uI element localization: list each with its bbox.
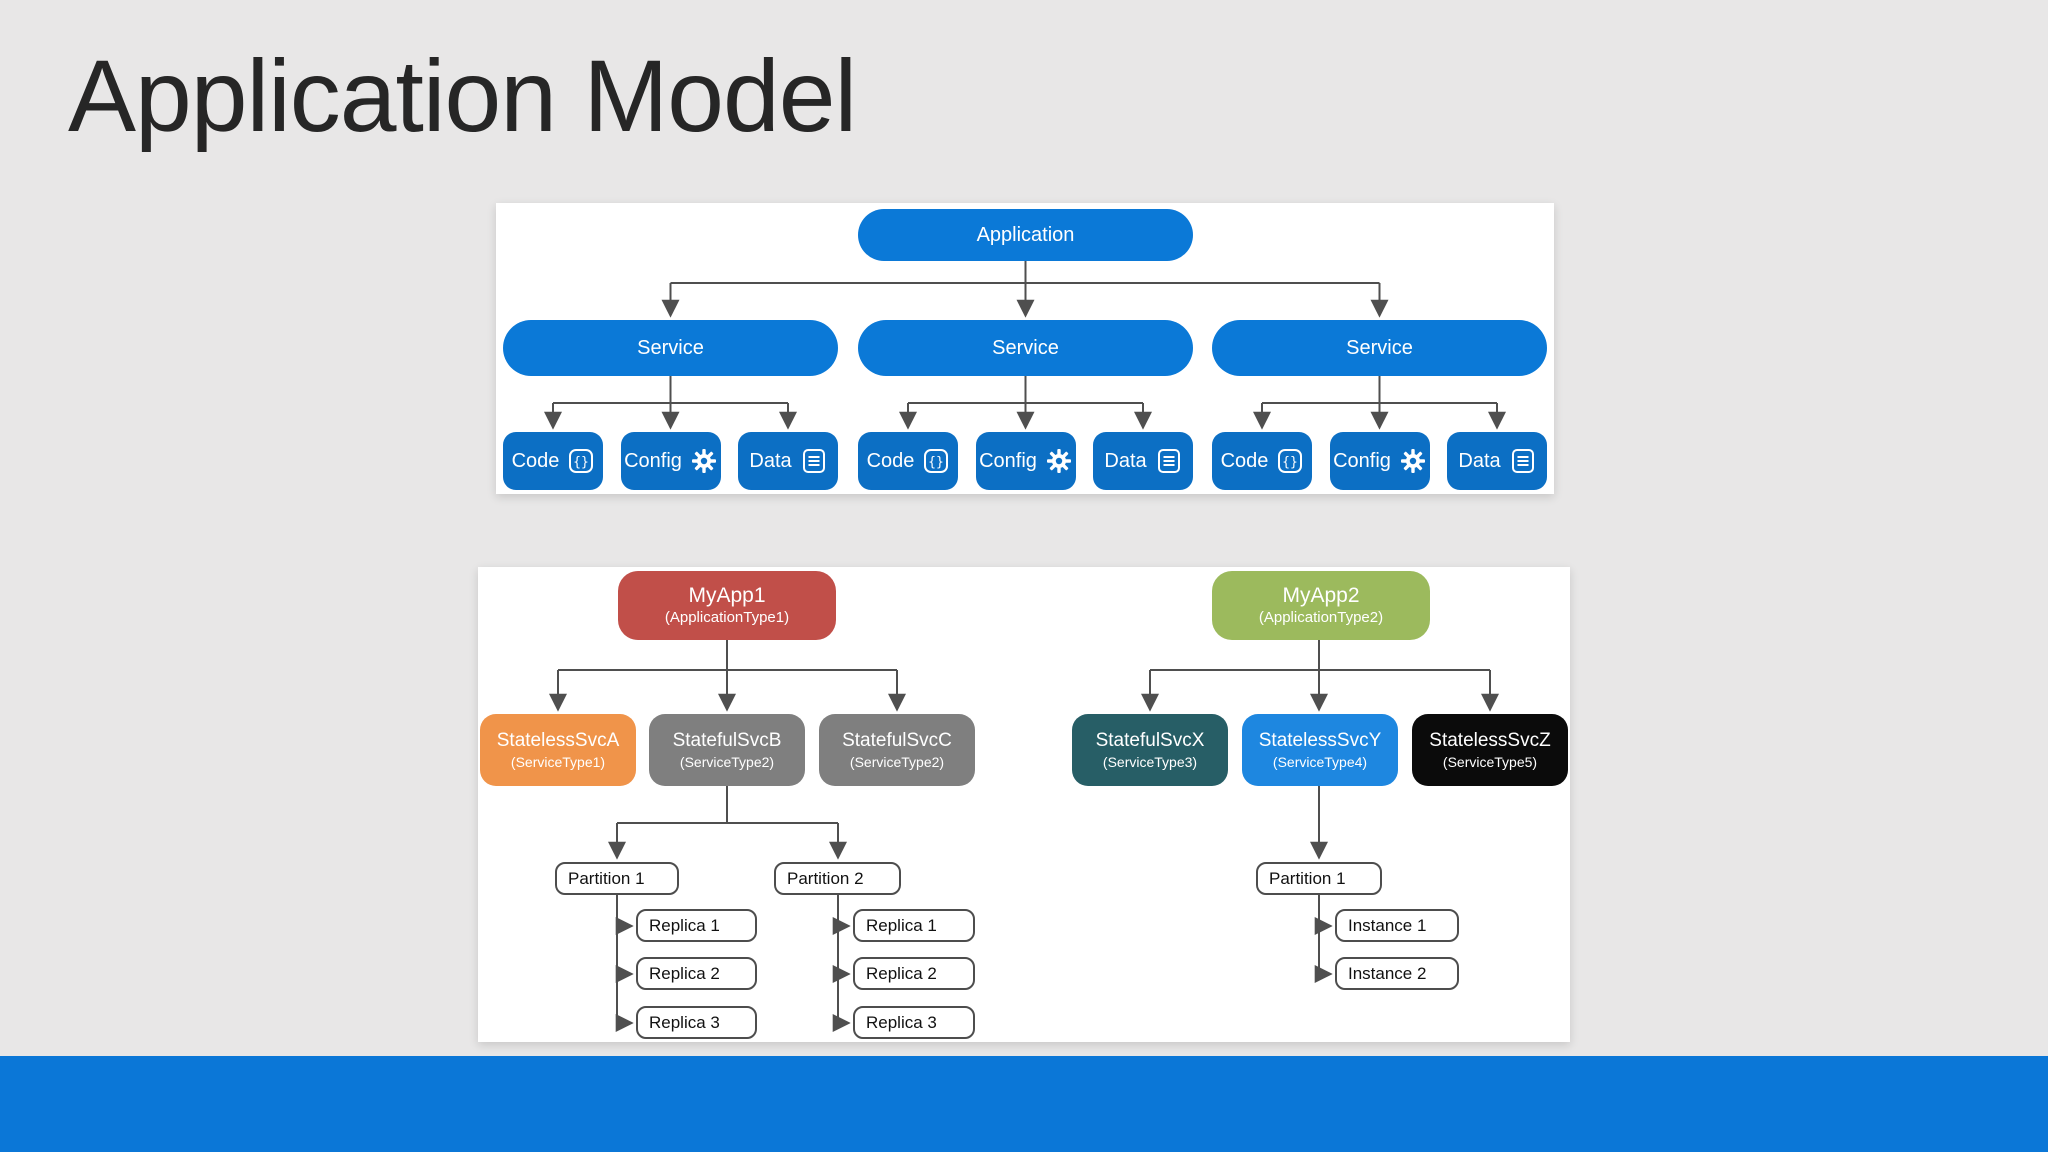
config-label: Config xyxy=(979,449,1037,472)
code-node[interactable]: Code {} xyxy=(1212,432,1312,490)
document-icon xyxy=(1510,448,1536,474)
myapp2-node[interactable]: MyApp2 (ApplicationType2) xyxy=(1212,571,1430,640)
service-type: (ServiceType5) xyxy=(1442,754,1538,771)
replica-node[interactable]: Replica 2 xyxy=(853,957,975,990)
data-label: Data xyxy=(1458,449,1501,472)
document-icon xyxy=(801,448,827,474)
partition-node[interactable]: Partition 1 xyxy=(1256,862,1382,895)
data-label: Data xyxy=(1104,449,1147,472)
service-node-1[interactable]: Service xyxy=(503,320,838,376)
replica-node[interactable]: Replica 1 xyxy=(853,909,975,942)
replica-node[interactable]: Replica 3 xyxy=(636,1006,757,1039)
statelesssvca-node[interactable]: StatelessSvcA (ServiceType1) xyxy=(480,714,636,786)
code-label: Code xyxy=(866,449,915,472)
service-name: StatefulSvcC xyxy=(842,729,952,751)
config-label: Config xyxy=(1333,449,1391,472)
statelesssvcz-node[interactable]: StatelessSvcZ (ServiceType5) xyxy=(1412,714,1568,786)
replica-node[interactable]: Replica 2 xyxy=(636,957,757,990)
statefulsvcc-node[interactable]: StatefulSvcC (ServiceType2) xyxy=(819,714,975,786)
document-icon xyxy=(1156,448,1182,474)
gear-icon xyxy=(1400,448,1426,474)
service-type: (ServiceType4) xyxy=(1272,754,1368,771)
instance-node[interactable]: Instance 2 xyxy=(1335,957,1459,990)
myapp1-node[interactable]: MyApp1 (ApplicationType1) xyxy=(618,571,836,640)
service-type: (ServiceType1) xyxy=(510,754,606,771)
code-icon: {} xyxy=(923,448,949,474)
footer-accent-bar xyxy=(0,1056,2048,1152)
code-label: Code xyxy=(511,449,560,472)
code-label: Code xyxy=(1220,449,1269,472)
service-node-2[interactable]: Service xyxy=(858,320,1193,376)
svg-text:{}: {} xyxy=(574,455,590,470)
statefulsvcb-node[interactable]: StatefulSvcB (ServiceType2) xyxy=(649,714,805,786)
service-node-3[interactable]: Service xyxy=(1212,320,1547,376)
config-node[interactable]: Config xyxy=(620,432,721,490)
statefulsvcx-node[interactable]: StatefulSvcX (ServiceType3) xyxy=(1072,714,1228,786)
application-node[interactable]: Application xyxy=(858,209,1193,261)
service-name: StatelessSvcA xyxy=(496,729,620,751)
replica-node[interactable]: Replica 1 xyxy=(636,909,757,942)
service-type: (ServiceType3) xyxy=(1102,754,1198,771)
app-type: (ApplicationType1) xyxy=(664,609,790,627)
code-node[interactable]: Code {} xyxy=(858,432,958,490)
app-name: MyApp1 xyxy=(688,584,766,607)
statelesssvcy-node[interactable]: StatelessSvcY (ServiceType4) xyxy=(1242,714,1398,786)
gear-icon xyxy=(691,448,717,474)
service-type: (ServiceType2) xyxy=(679,754,775,771)
app-name: MyApp2 xyxy=(1282,584,1360,607)
data-node[interactable]: Data xyxy=(1093,432,1193,490)
partition-node[interactable]: Partition 2 xyxy=(774,862,901,895)
data-node[interactable]: Data xyxy=(738,432,838,490)
data-node[interactable]: Data xyxy=(1447,432,1547,490)
gear-icon xyxy=(1046,448,1072,474)
page-title: Application Model xyxy=(68,39,857,153)
application-instances-diagram: MyApp1 (ApplicationType1) MyApp2 (Applic… xyxy=(478,567,1570,1042)
code-node[interactable]: Code {} xyxy=(503,432,603,490)
service-name: StatefulSvcB xyxy=(672,729,782,751)
service-name: StatefulSvcX xyxy=(1095,729,1205,751)
svg-text:{}: {} xyxy=(1283,455,1299,470)
application-model-diagram: Application Service Service Service Code… xyxy=(496,203,1554,494)
config-node[interactable]: Config xyxy=(1329,432,1430,490)
svg-text:{}: {} xyxy=(929,455,945,470)
config-label: Config xyxy=(624,449,682,472)
service-type: (ServiceType2) xyxy=(849,754,945,771)
service-name: StatelessSvcY xyxy=(1258,729,1382,751)
instance-node[interactable]: Instance 1 xyxy=(1335,909,1459,942)
code-icon: {} xyxy=(568,448,594,474)
code-icon: {} xyxy=(1277,448,1303,474)
replica-node[interactable]: Replica 3 xyxy=(853,1006,975,1039)
app-type: (ApplicationType2) xyxy=(1258,609,1384,627)
partition-node[interactable]: Partition 1 xyxy=(555,862,679,895)
config-node[interactable]: Config xyxy=(975,432,1076,490)
data-label: Data xyxy=(749,449,792,472)
service-name: StatelessSvcZ xyxy=(1429,729,1551,751)
